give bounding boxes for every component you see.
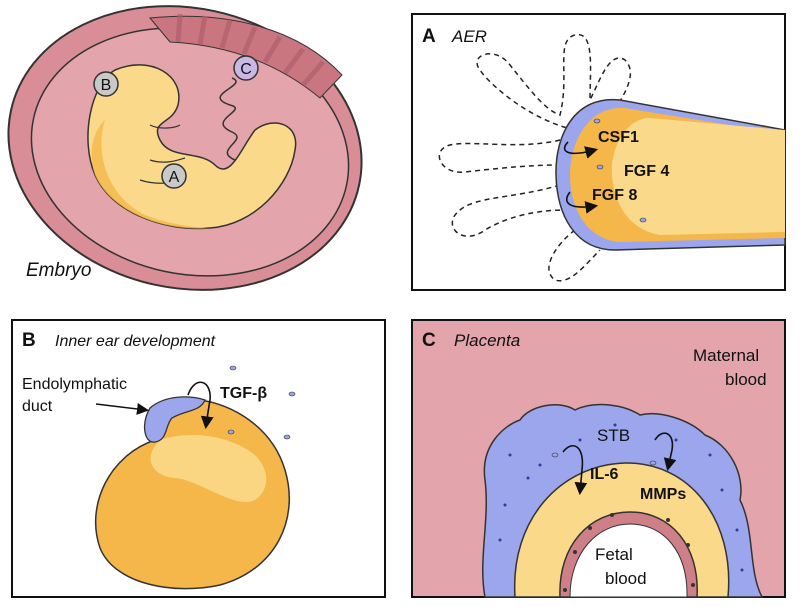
factor-mmps: MMPs xyxy=(640,486,686,503)
panel-a-letter: A xyxy=(422,26,436,47)
aer-arrow-2 xyxy=(565,191,599,214)
fetal-label-1: Fetal xyxy=(595,545,633,564)
mmps-arrow xyxy=(654,432,677,472)
panel-b-title: Inner ear development xyxy=(55,333,216,350)
embryo-illustration: B A C Embryo xyxy=(7,5,363,291)
factor-tgf-beta: TGF-β xyxy=(220,385,267,402)
panel-c-title: Placenta xyxy=(454,331,520,350)
panel-c: C Placenta Maternal blood STB IL-6 MMPs … xyxy=(411,319,786,598)
duct-label-2: duct xyxy=(22,398,53,415)
placenta-band xyxy=(149,15,343,99)
stb-label: STB xyxy=(597,426,630,445)
duct-pointer-arrow xyxy=(95,402,149,415)
factor-fgf4: FGF 4 xyxy=(624,163,669,180)
panel-a-title: AER xyxy=(451,27,487,46)
marker-b xyxy=(93,71,119,97)
duct-label-1: Endolymphatic xyxy=(22,376,127,393)
marker-c-label: C xyxy=(240,61,252,78)
hand-outline xyxy=(438,34,632,282)
factor-il6: IL-6 xyxy=(590,466,619,483)
fetal-label-2: blood xyxy=(605,569,647,588)
panel-a: A AER CSF1 FGF 4 FGF 8 xyxy=(411,13,786,291)
factor-csf1: CSF1 xyxy=(598,129,639,146)
endolymphatic-duct xyxy=(143,396,206,443)
marker-a-label: A xyxy=(169,169,180,186)
panel-c-letter: C xyxy=(422,330,436,351)
marker-b-label: B xyxy=(101,77,112,94)
marker-c xyxy=(233,55,259,81)
fetal-lumen xyxy=(569,523,688,598)
embryo-label: Embryo xyxy=(26,260,91,281)
il6-arrow xyxy=(562,445,588,496)
tgf-arrow xyxy=(187,381,214,430)
aer-arrow-1 xyxy=(563,141,599,159)
panel-b: B Inner ear development Endolymphatic du… xyxy=(11,319,386,598)
maternal-label-2: blood xyxy=(725,370,767,389)
maternal-label-1: Maternal xyxy=(693,346,759,365)
umbilical-cord xyxy=(219,77,238,161)
factor-fgf8: FGF 8 xyxy=(592,187,637,204)
panel-b-letter: B xyxy=(22,330,36,351)
marker-a xyxy=(161,163,187,189)
